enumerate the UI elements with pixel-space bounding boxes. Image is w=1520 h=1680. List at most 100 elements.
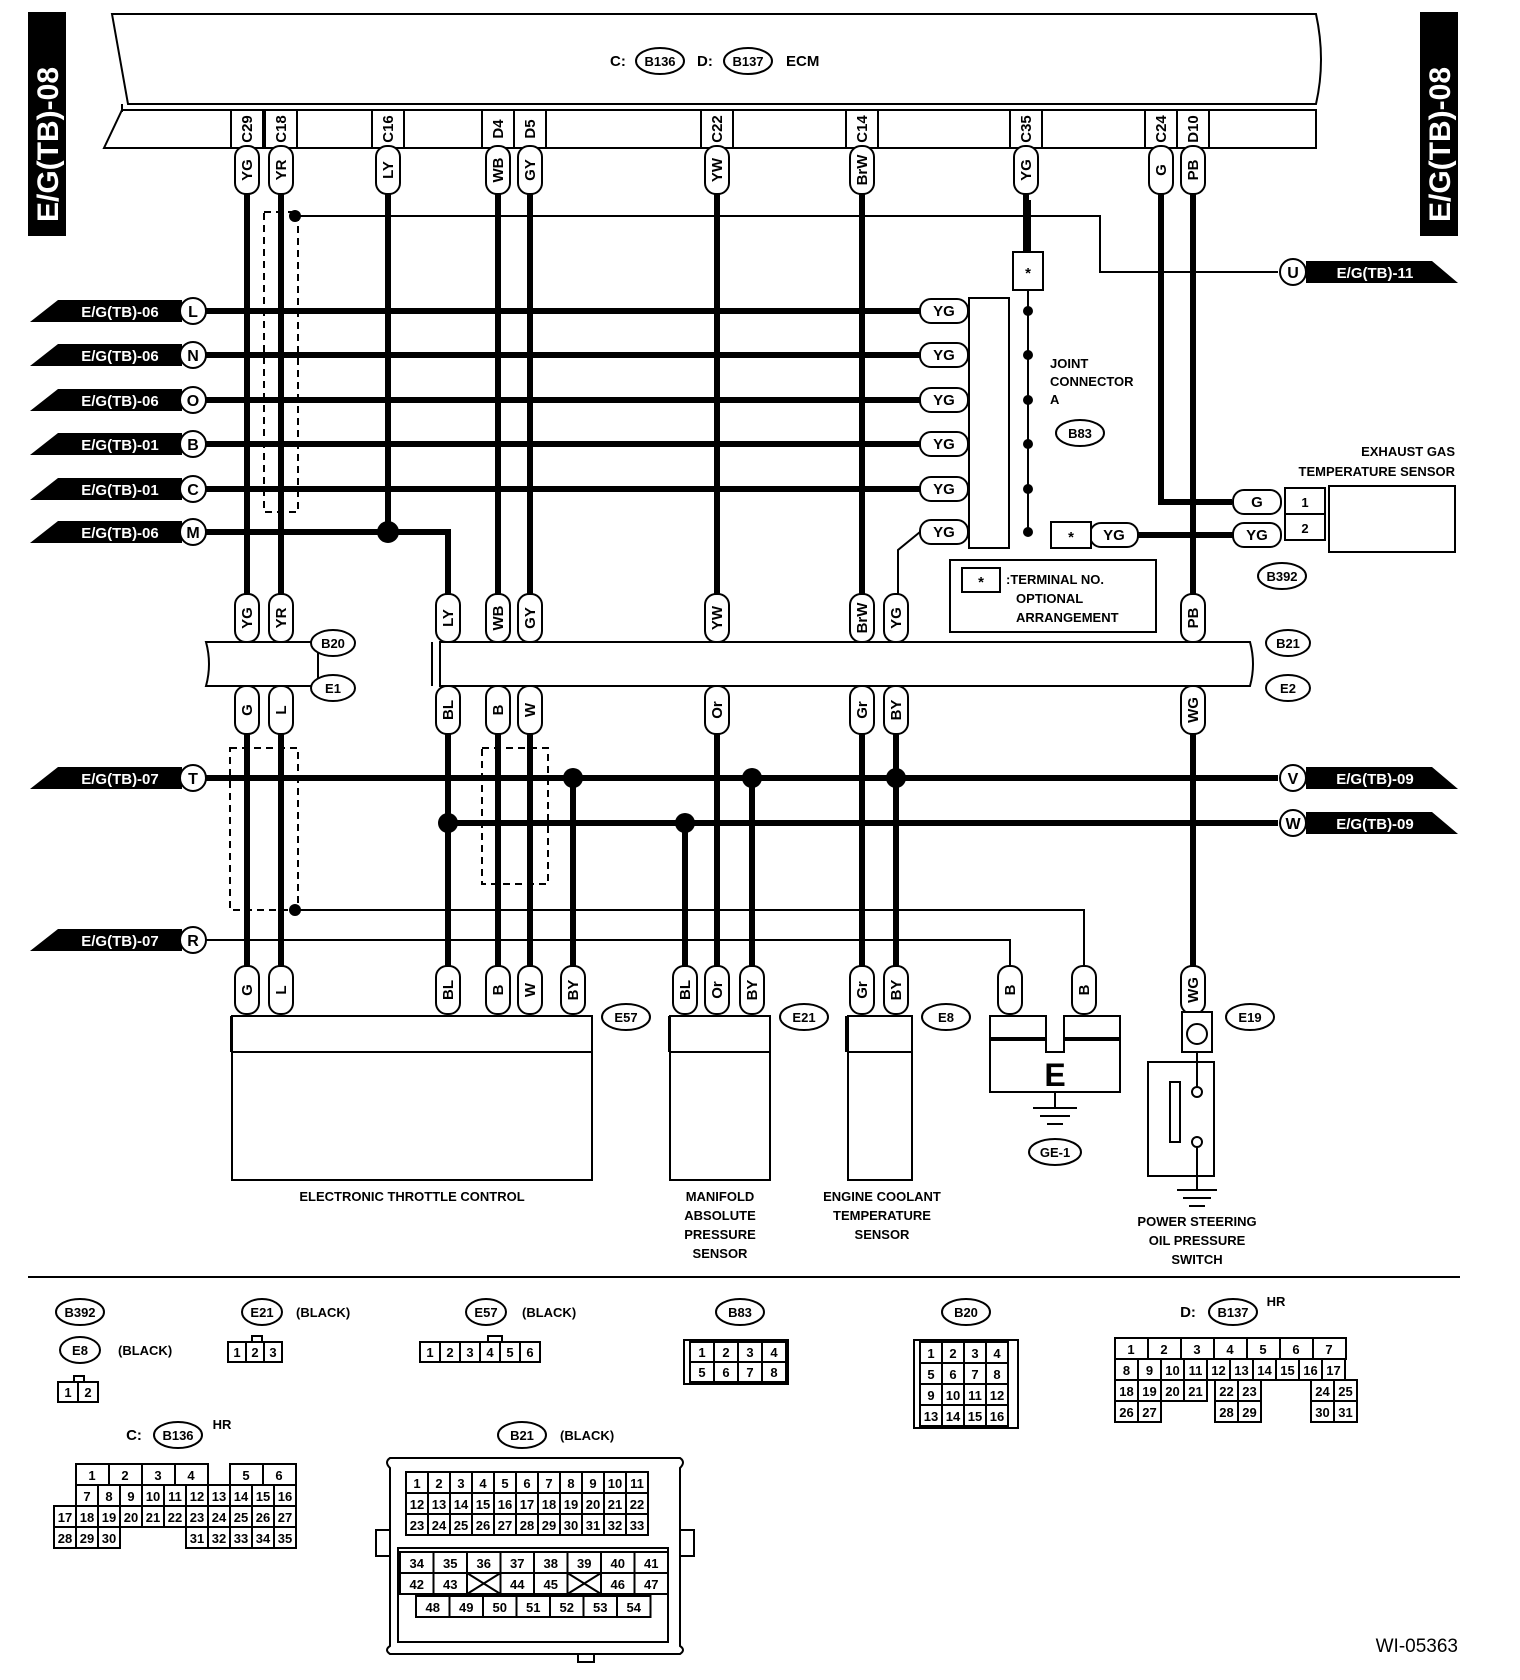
b21-top-39-text: WB	[490, 605, 507, 630]
pin-cell-1: 1	[426, 1345, 433, 1360]
pin-cell-14: 14	[454, 1497, 469, 1512]
pin-cell-3: 3	[1193, 1342, 1200, 1357]
svg-text:MANIFOLD: MANIFOLD	[686, 1189, 755, 1204]
pin-cell-7: 7	[971, 1367, 978, 1382]
pin-cell-21: 21	[1188, 1384, 1202, 1399]
pin-cell-6: 6	[275, 1468, 282, 1483]
pin-cell-22: 22	[630, 1497, 644, 1512]
pin-cell-4: 4	[479, 1476, 487, 1491]
pin-cell-13: 13	[924, 1409, 938, 1424]
pin-cell-8: 8	[770, 1365, 777, 1380]
e19-wire-text: WG	[1185, 977, 1202, 1003]
pin-cell-28: 28	[520, 1518, 534, 1533]
svg-text:CONNECTOR: CONNECTOR	[1050, 374, 1134, 389]
pin-cell-1: 1	[233, 1345, 240, 1360]
e57-wire-4	[234, 965, 260, 1015]
pin-cell-9: 9	[1146, 1363, 1153, 1378]
pin-cell-14: 14	[234, 1489, 249, 1504]
page-title-right: E/G(TB)-08	[1420, 12, 1458, 236]
svg-text:B392: B392	[1266, 569, 1297, 584]
pin-cell-2: 2	[84, 1385, 91, 1400]
pin-cell-36: 36	[477, 1556, 491, 1571]
pin-cell-22: 22	[1219, 1384, 1233, 1399]
pin-cell-4: 4	[187, 1468, 195, 1483]
svg-text:ARRANGEMENT: ARRANGEMENT	[1016, 610, 1119, 625]
pin-cell-19: 19	[564, 1497, 578, 1512]
svg-text:E57: E57	[614, 1010, 637, 1025]
pin-cell-11: 11	[1189, 1363, 1203, 1378]
svg-text:2: 2	[1301, 521, 1308, 536]
svg-text:E1: E1	[325, 681, 341, 696]
pin-cell-41: 41	[644, 1556, 658, 1571]
electronic-throttle-control: E57 ELECTRONIC THROTTLE CONTROL	[231, 1003, 651, 1204]
b136-suffix: HR	[213, 1417, 232, 1432]
connector-name-E21: E21	[250, 1305, 273, 1320]
pin-cell-29: 29	[542, 1518, 556, 1533]
pin-cell-5: 5	[698, 1365, 705, 1380]
pin-cell-11: 11	[168, 1489, 182, 1504]
ref-letter-T: T	[188, 771, 198, 788]
pin-cell-17: 17	[520, 1497, 534, 1512]
ecm-wire-C14-text: BrW	[854, 154, 871, 186]
ref-letter-U: U	[1287, 265, 1299, 282]
connector-name-B392: B392	[64, 1305, 95, 1320]
ecm-wire-C18-text: YR	[273, 159, 290, 180]
e21-wire-3	[672, 965, 698, 1015]
pin-cell-20: 20	[586, 1497, 600, 1512]
pin-cell-6: 6	[523, 1476, 530, 1491]
b20-top-16-text: YG	[239, 607, 256, 629]
ecm-pin-D5: D5	[522, 119, 539, 138]
pin-cell-21: 21	[146, 1510, 160, 1525]
pin-cell-3: 3	[457, 1476, 464, 1491]
ref-letter-L: L	[188, 304, 198, 321]
pin-cell-16: 16	[1303, 1363, 1317, 1378]
pin-cell-8: 8	[105, 1489, 112, 1504]
connector-b21-e2: B21 E2	[439, 629, 1311, 702]
ground-wire-2-text: B	[1076, 984, 1093, 995]
svg-text:EXHAUST GAS: EXHAUST GAS	[1361, 444, 1455, 459]
joint-connector-a: * JOINT CONNECTOR A B83 *	[968, 251, 1134, 549]
wire-color-text: G	[1251, 494, 1263, 511]
pin-cell-31: 31	[190, 1531, 204, 1546]
pin-cell-24: 24	[1315, 1384, 1330, 1399]
ref-page-W: E/G(TB)-09	[1336, 816, 1414, 833]
wire-color-text: YG	[1246, 527, 1268, 544]
ecm-pin-C14: C14	[854, 115, 871, 143]
ecm-wire-D4-text: WB	[490, 157, 507, 182]
ref-page-L: E/G(TB)-06	[81, 304, 159, 321]
pin-cell-1: 1	[64, 1385, 71, 1400]
b136-prefix: C:	[126, 1427, 142, 1444]
ecm-pin-C24: C24	[1153, 115, 1170, 143]
svg-text:SENSOR: SENSOR	[855, 1227, 911, 1242]
pin-cell-3: 3	[746, 1345, 753, 1360]
b137-suffix: HR	[1267, 1294, 1286, 1309]
ref-arrow-T	[30, 767, 182, 789]
e57-wire-6	[268, 965, 294, 1015]
pin-cell-1: 1	[413, 1476, 420, 1491]
pin-cell-8: 8	[1123, 1363, 1130, 1378]
e2-bottom-39-text: B	[490, 704, 507, 715]
svg-text:1: 1	[1301, 495, 1308, 510]
e2-bottom-38-text: W	[522, 702, 539, 717]
pin-cell-4: 4	[1226, 1342, 1234, 1357]
ecm-pin-D10: D10	[1185, 115, 1202, 143]
pin-cell-34: 34	[256, 1531, 271, 1546]
pin-cell-43: 43	[443, 1577, 457, 1592]
connector-name-B20: B20	[954, 1305, 978, 1320]
svg-text:B136: B136	[644, 54, 675, 69]
pin-cell-33: 33	[630, 1518, 644, 1533]
e2-bottom-9-text: WG	[1185, 697, 1202, 723]
pin-cell-5: 5	[242, 1468, 249, 1483]
pin-cell-2: 2	[446, 1345, 453, 1360]
ref-arrow-M	[30, 521, 182, 543]
pin-cell-31: 31	[586, 1518, 600, 1533]
svg-text:E/G(TB)-08: E/G(TB)-08	[32, 67, 65, 222]
pin-cell-17: 17	[58, 1510, 72, 1525]
svg-text:E: E	[1044, 1057, 1065, 1093]
ground-wire-1-text: B	[1002, 984, 1019, 995]
pin-cell-5: 5	[506, 1345, 513, 1360]
pin-cell-40: 40	[611, 1556, 625, 1571]
e8-wire-1-text: BY	[888, 980, 905, 1001]
